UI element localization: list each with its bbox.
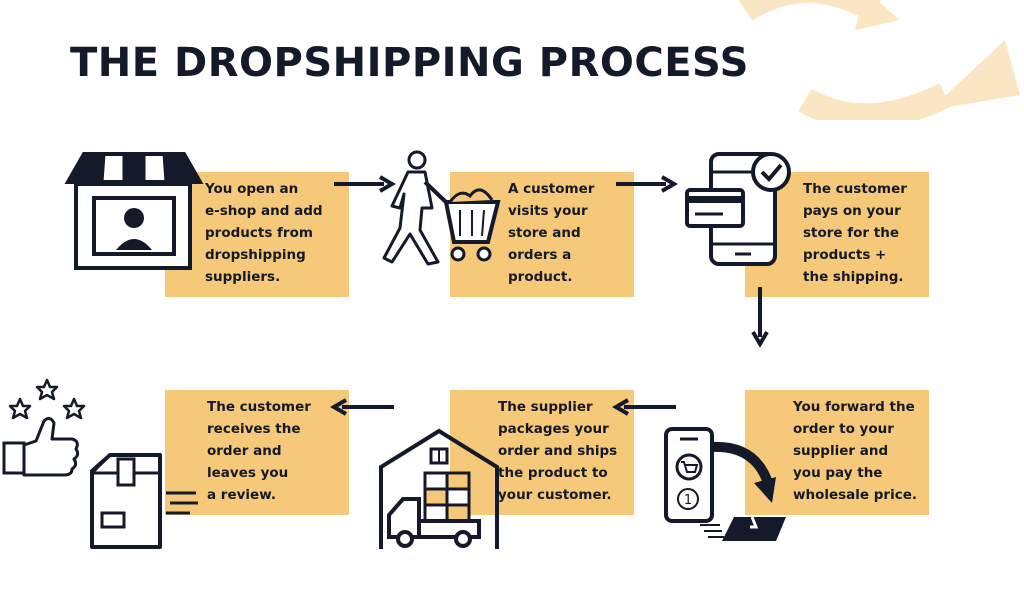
mobile-payment-icon xyxy=(685,152,791,266)
arrow-down-icon xyxy=(751,287,769,347)
warehouse-truck-icon xyxy=(379,428,499,549)
step-4-box xyxy=(745,390,929,515)
recycle-arrows-decoration-icon xyxy=(738,0,1020,120)
arrow-left-1-icon xyxy=(612,398,676,416)
step-5-text: The supplier packages your order and shi… xyxy=(498,399,618,503)
step-4-text: You forward the order to your supplier a… xyxy=(793,399,918,503)
step-3-text: The customer pays on your store for the … xyxy=(803,181,907,285)
step-6-text: The customer receives the order and leav… xyxy=(207,399,311,503)
arrow-right-1-icon xyxy=(334,175,396,193)
page-title: THE DROPSHIPPING PROCESS xyxy=(70,40,749,86)
shopping-cart-icon xyxy=(382,150,501,266)
review-delivery-icon xyxy=(2,378,198,549)
phone-forward-order-icon: 1 xyxy=(664,427,786,541)
arrow-right-2-icon xyxy=(616,175,678,193)
step-5-box xyxy=(450,390,634,515)
svg-text:1: 1 xyxy=(684,493,692,508)
storefront-icon xyxy=(64,152,204,270)
step-2-text: A customer visits your store and orders … xyxy=(508,181,595,285)
arrow-left-2-icon xyxy=(330,398,394,416)
step-1-box xyxy=(165,172,349,297)
step-1-text: You open an e-shop and add products from… xyxy=(205,181,323,285)
